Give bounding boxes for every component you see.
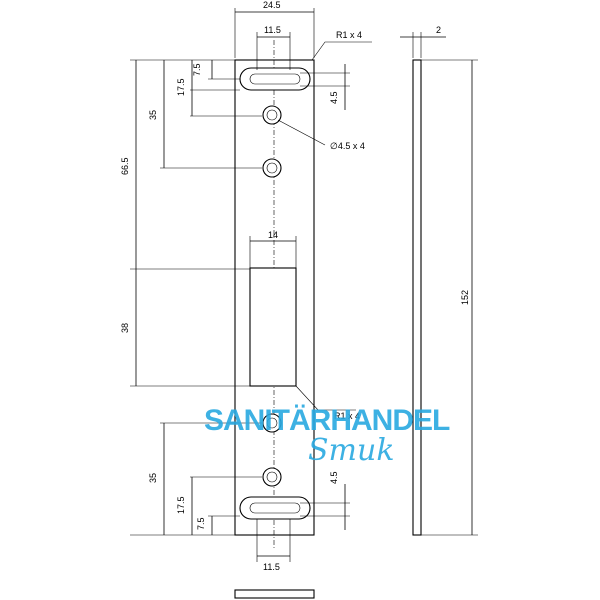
dim-overall-length: 152 <box>460 290 470 305</box>
top-slot-inner <box>249 73 301 85</box>
dim-slot-height-bottom: 7.5 <box>196 517 206 530</box>
dim-hole-diameter: ∅4.5 x 4 <box>330 141 365 151</box>
watermark-line1: SANITÄRHANDEL <box>204 404 450 437</box>
dim-slot-spacing-top: 11.5 <box>264 25 281 35</box>
dim-slot-offset-bottom: 4.5 <box>329 471 339 484</box>
watermark-logo: SANITÄRHANDEL Smuk <box>204 404 451 468</box>
strike-plate-bottom-view <box>234 589 315 599</box>
top-hole-2 <box>262 158 282 178</box>
dimension-labels: 24.5 11.5 R1 x 4 7.5 17.5 4.5 35 ∅4.5 x … <box>120 0 470 572</box>
strike-plate-front-view <box>234 40 315 548</box>
dim-opening-height: 38 <box>120 323 130 333</box>
watermark-line2: Smuk <box>308 433 395 468</box>
bottom-hole-1 <box>262 413 282 433</box>
strike-plate-side-view <box>400 32 478 536</box>
dim-plate-width: 24.5 <box>263 0 281 10</box>
bottom-hole-2 <box>262 467 282 487</box>
dim-slot-spacing-bottom: 11.5 <box>263 562 280 572</box>
dim-opening-width: 14 <box>268 230 278 240</box>
dim-slot-offset-top: 4.5 <box>329 91 339 104</box>
dim-radius-lower: R1 x 4 <box>334 411 360 421</box>
dim-slot-to-hole-bottom: 17.5 <box>176 496 186 514</box>
side-profile <box>412 59 422 536</box>
dim-thickness: 2 <box>436 25 441 35</box>
bottom-slot-inner <box>249 502 301 514</box>
bottom-slot-outer <box>239 496 311 520</box>
dim-slot-height-top: 7.5 <box>192 63 202 76</box>
top-hole-1 <box>262 105 282 125</box>
latch-opening <box>249 267 297 387</box>
dim-slot-radius-top: R1 x 4 <box>336 30 362 40</box>
dim-upper-span: 66.5 <box>120 157 130 175</box>
top-slot-outer <box>239 67 311 91</box>
dimension-lines <box>130 8 372 562</box>
dim-hole-pitch-top: 35 <box>148 110 158 120</box>
dim-slot-to-hole-top: 17.5 <box>176 78 186 96</box>
dim-hole-pitch-bottom: 35 <box>148 473 158 483</box>
